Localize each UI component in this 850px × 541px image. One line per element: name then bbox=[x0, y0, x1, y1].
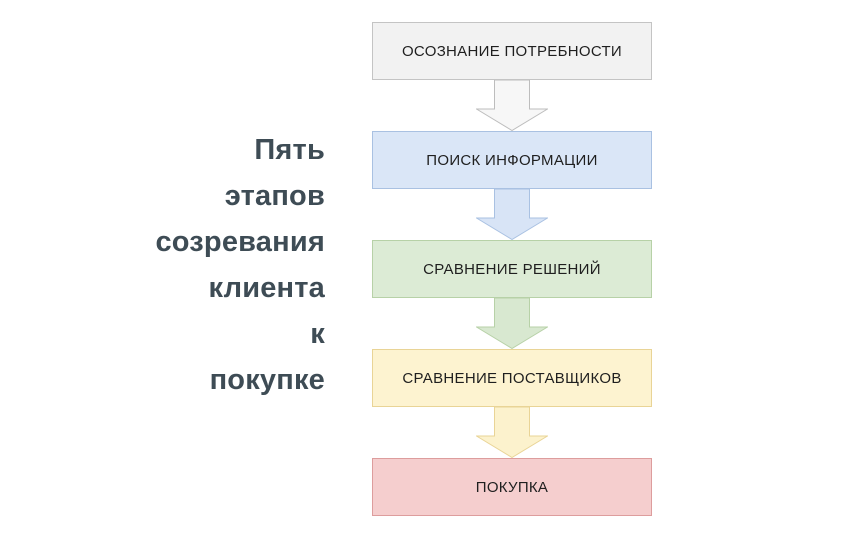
stage-label: ПОИСК ИНФОРМАЦИИ bbox=[426, 151, 598, 169]
title-line: этапов bbox=[224, 180, 325, 212]
stage-need-recognition: ОСОЗНАНИЕ ПОТРЕБНОСТИ bbox=[372, 22, 652, 80]
title-line: Пять bbox=[254, 134, 325, 166]
stage-purchase: ПОКУПКА bbox=[372, 458, 652, 516]
stage-label: СРАВНЕНИЕ РЕШЕНИЙ bbox=[423, 260, 601, 278]
down-arrow-icon bbox=[476, 189, 548, 240]
stage-label: ПОКУПКА bbox=[475, 478, 549, 496]
diagram-title: Пять этапов созревания клиента к покупке bbox=[30, 127, 325, 403]
stage-information-search: ПОИСК ИНФОРМАЦИИ bbox=[372, 131, 652, 189]
title-line: клиента bbox=[208, 272, 325, 304]
down-arrow-shape bbox=[476, 189, 548, 240]
down-arrow-shape bbox=[476, 298, 548, 349]
stage-label: ОСОЗНАНИЕ ПОТРЕБНОСТИ bbox=[401, 42, 623, 60]
title-line: покупке bbox=[209, 364, 325, 396]
flow-column: ОСОЗНАНИЕ ПОТРЕБНОСТИ ПОИСК ИНФОРМАЦИИ С… bbox=[372, 22, 652, 516]
stage-vendor-comparison: СРАВНЕНИЕ ПОСТАВЩИКОВ bbox=[372, 349, 652, 407]
title-line: к bbox=[310, 318, 325, 350]
down-arrow-shape bbox=[476, 407, 548, 458]
down-arrow-icon bbox=[476, 80, 548, 131]
title-line: созревания bbox=[155, 226, 325, 258]
down-arrow-icon bbox=[476, 407, 548, 458]
down-arrow-shape bbox=[476, 80, 548, 131]
stage-label: СРАВНЕНИЕ ПОСТАВЩИКОВ bbox=[402, 369, 622, 387]
down-arrow-icon bbox=[476, 298, 548, 349]
stage-solution-comparison: СРАВНЕНИЕ РЕШЕНИЙ bbox=[372, 240, 652, 298]
